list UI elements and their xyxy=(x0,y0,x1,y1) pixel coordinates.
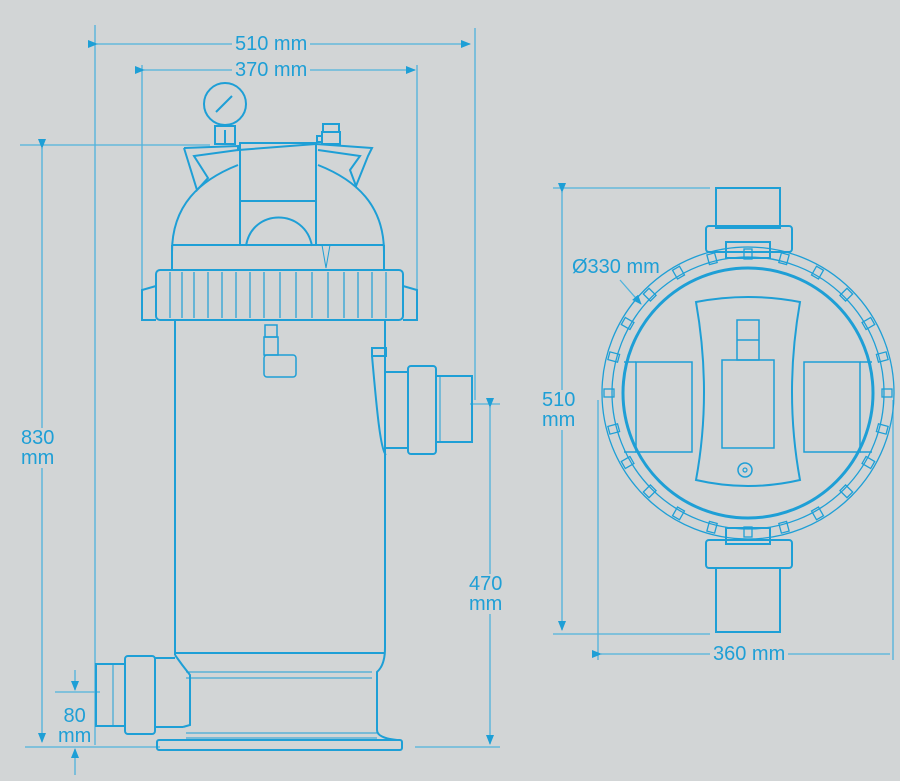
top-depth-value: 510 xyxy=(542,389,576,411)
top-depth-unit: mm xyxy=(542,409,576,431)
outlet-height-value: 470 xyxy=(469,573,503,595)
inlet-union-icon xyxy=(95,655,183,735)
overall-height-label: 830 mm xyxy=(18,427,58,469)
side-view-filter xyxy=(95,82,473,751)
overall-width-label: 510 mm xyxy=(232,34,311,54)
inlet-height-label: 80 mm xyxy=(55,706,94,746)
drain-plug-icon xyxy=(263,324,297,378)
top-view-filter xyxy=(601,187,895,633)
pressure-gauge-icon xyxy=(203,82,247,145)
outlet-height-unit: mm xyxy=(469,593,503,615)
locking-ring-teeth xyxy=(603,248,893,538)
inlet-height-unit: mm xyxy=(58,725,92,747)
overall-height-unit: mm xyxy=(21,447,55,469)
dimension-lines-side xyxy=(20,25,500,775)
top-width-label: 360 mm xyxy=(710,644,789,664)
top-depth-label: 510 mm xyxy=(539,389,579,431)
pressure-port-icon xyxy=(737,462,753,478)
overall-height-value: 830 xyxy=(21,427,55,449)
air-release-valve-icon xyxy=(316,123,341,145)
body-width-label: 370 mm xyxy=(232,60,311,80)
diameter-label: Ø330 mm xyxy=(572,256,660,278)
inlet-height-value: 80 xyxy=(63,705,86,727)
outlet-union-icon xyxy=(371,347,473,456)
outlet-height-label: 470 mm xyxy=(466,573,506,615)
